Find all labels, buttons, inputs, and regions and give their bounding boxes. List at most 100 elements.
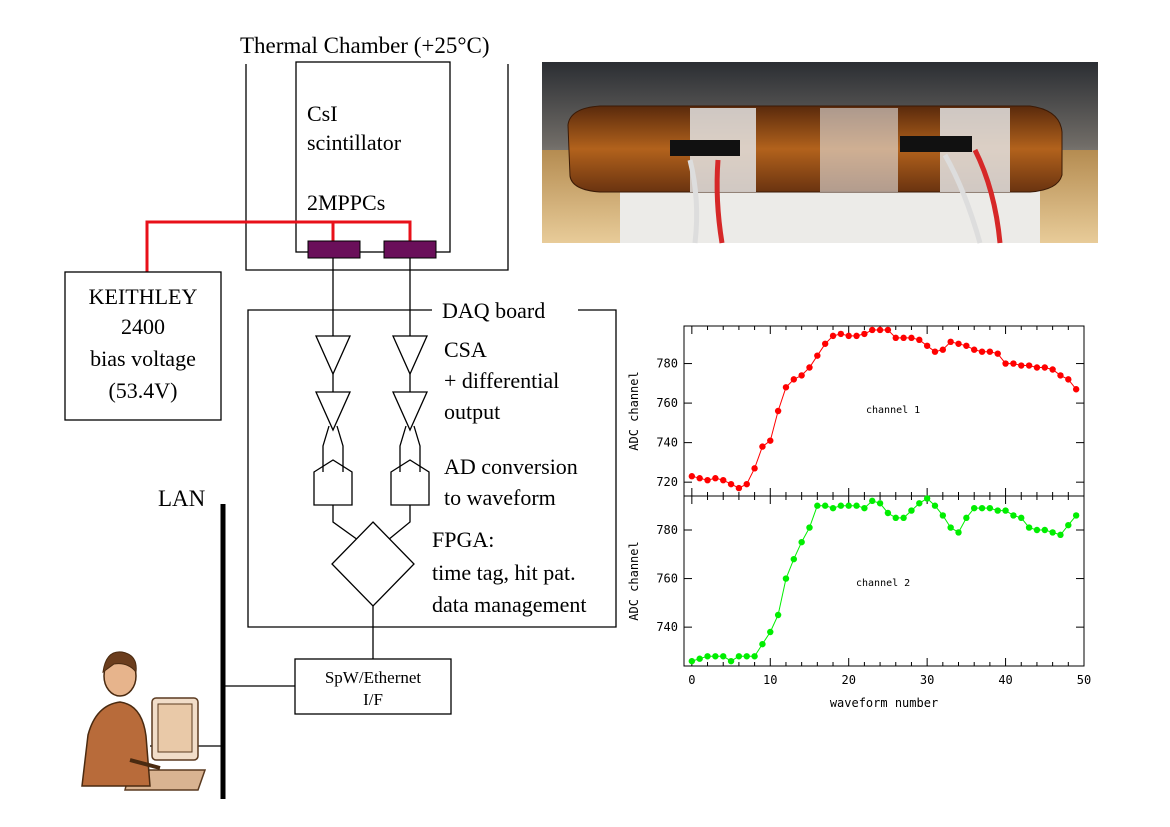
- csa-label-line3: output: [444, 399, 500, 424]
- chart2-point: [696, 655, 703, 662]
- chart2-point: [1033, 526, 1041, 534]
- chart1-point: [939, 346, 947, 353]
- ad-label-line2: to waveform: [444, 485, 556, 510]
- diff-lines-2: [399, 425, 421, 472]
- chart1-point: [1065, 376, 1072, 383]
- chart1-point: [931, 348, 939, 355]
- chart1-point: [1025, 362, 1033, 369]
- chart1-ytick-label: 740: [656, 436, 678, 450]
- chart1-point: [806, 364, 813, 371]
- chart2-point: [916, 500, 923, 507]
- chart1-point: [704, 476, 711, 484]
- adc-1: [313, 459, 353, 506]
- chart2-xtick-label: 0: [688, 673, 695, 687]
- chart2-point: [1041, 526, 1048, 534]
- chart2-point: [759, 640, 766, 648]
- chart1-annotation: channel 1: [866, 405, 920, 416]
- chart2-point: [837, 502, 845, 509]
- chart2-point: [782, 575, 790, 582]
- mppc-1: [307, 240, 361, 259]
- chart2-point: [869, 497, 876, 505]
- chart2-xlabel: waveform number: [830, 696, 938, 710]
- chart1-point: [861, 330, 868, 338]
- chart2-point: [688, 657, 696, 665]
- chart1-point: [916, 336, 923, 344]
- chart2-point: [814, 502, 821, 509]
- chart1-ytick-label: 760: [656, 396, 678, 410]
- keithley-line4: (53.4V): [108, 378, 177, 403]
- chart2-point: [1057, 531, 1064, 539]
- chart1-point: [876, 326, 884, 334]
- chart1-point: [1010, 360, 1017, 367]
- scintillator-label-line1: CsI: [307, 101, 338, 126]
- chart2-point: [774, 611, 782, 619]
- chart1-point: [743, 480, 750, 488]
- chart1-point: [837, 330, 845, 338]
- scintillator-label-line2: scintillator: [307, 130, 402, 155]
- bias-wire-2: [333, 220, 412, 242]
- person-at-computer-icon: [81, 651, 207, 791]
- adc-fpga-link-2: [387, 505, 411, 541]
- keithley-line3: bias voltage: [90, 346, 196, 371]
- chart2-point: [1002, 507, 1009, 514]
- chart1-point: [923, 342, 931, 349]
- chart2-point: [1018, 514, 1025, 522]
- lan-label: LAN: [158, 486, 206, 511]
- chart2-point: [939, 512, 947, 519]
- chart2-point: [712, 653, 719, 660]
- chamber-label: Thermal Chamber (+25°C): [240, 33, 490, 58]
- thermal-chamber-box: [245, 64, 509, 271]
- chart2-point: [751, 653, 758, 660]
- chart1-point: [688, 473, 696, 480]
- daq-label: DAQ board: [442, 298, 545, 323]
- diff-amp-2: [391, 391, 429, 432]
- photo-of-detector: [542, 62, 1098, 244]
- fpga-diamond: [331, 521, 415, 607]
- chart2-point: [1010, 512, 1017, 519]
- chart1-point: [712, 475, 719, 482]
- chart2-point: [908, 507, 915, 514]
- chart2-point: [767, 628, 774, 636]
- chart2-point: [931, 502, 939, 509]
- chart2-xtick-label: 50: [1077, 673, 1091, 687]
- chart2-point: [743, 653, 750, 660]
- chart2-point: [978, 504, 986, 512]
- chart1-point: [978, 348, 986, 355]
- ad-label-line1: AD conversion: [444, 454, 578, 479]
- chart2-point: [947, 524, 954, 531]
- chart1-point: [1049, 366, 1056, 373]
- spw-ethernet-box: [294, 658, 452, 715]
- chart2-point: [900, 514, 907, 522]
- csa-label-line2: + differential: [444, 368, 559, 393]
- chart1-point: [963, 342, 970, 349]
- chart-frame-2: [683, 495, 1085, 667]
- chart1-point: [1033, 364, 1041, 371]
- chart1-point: [727, 480, 735, 488]
- chart1-point: [869, 326, 876, 334]
- chart2-point: [955, 529, 962, 536]
- chart1-point: [751, 465, 758, 472]
- chart2-point: [821, 502, 829, 509]
- chart2-point: [806, 524, 813, 531]
- chart1-ytick-label: 720: [656, 475, 678, 489]
- chart2-point: [970, 504, 978, 512]
- chart2-point: [790, 555, 798, 563]
- adc-fpga-link-1: [332, 505, 359, 541]
- chart2-xtick-label: 10: [763, 673, 777, 687]
- daq-board-box: [247, 309, 617, 628]
- chart1-point: [884, 326, 892, 334]
- chart2-point: [884, 509, 892, 517]
- chart1-point: [782, 384, 790, 391]
- chart2-ytick-label: 780: [656, 523, 678, 537]
- diff-lines-1: [322, 425, 344, 472]
- chart1-point: [774, 407, 782, 415]
- chart1-point: [790, 376, 798, 383]
- chart1-point: [845, 332, 852, 340]
- chart2-point: [853, 502, 860, 509]
- fpga-label-line2: time tag, hit pat.: [432, 560, 576, 585]
- chart2-point: [963, 514, 970, 522]
- spw-label-line2: I/F: [363, 690, 383, 709]
- chart1-point: [900, 334, 907, 342]
- chart2-point: [720, 653, 727, 660]
